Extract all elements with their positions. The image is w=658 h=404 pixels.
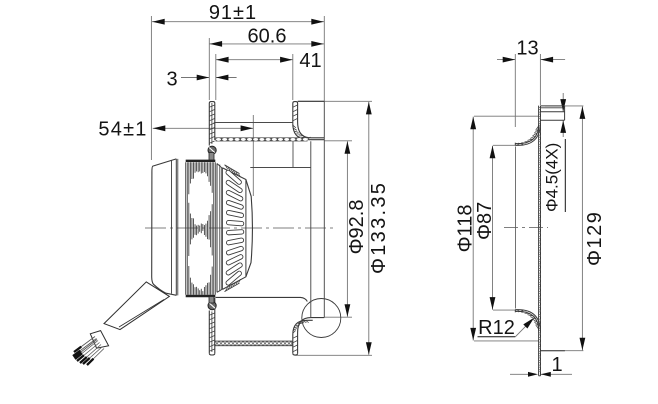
svg-text:60.6: 60.6: [248, 25, 287, 47]
svg-text:54±1: 54±1: [98, 118, 147, 140]
svg-text:Φ4.5(4X): Φ4.5(4X): [543, 143, 562, 212]
svg-text:Φ129: Φ129: [584, 211, 606, 266]
svg-text:41: 41: [299, 50, 321, 72]
svg-text:13: 13: [516, 38, 538, 60]
svg-text:Φ118: Φ118: [454, 205, 476, 253]
svg-text:Φ92.8: Φ92.8: [346, 200, 368, 255]
svg-text:Φ133.35: Φ133.35: [368, 181, 390, 274]
svg-text:Φ87: Φ87: [474, 202, 496, 240]
svg-text:R12: R12: [478, 317, 515, 339]
svg-text:3: 3: [166, 69, 177, 91]
svg-text:1: 1: [551, 354, 562, 376]
svg-text:91±1: 91±1: [209, 2, 257, 24]
